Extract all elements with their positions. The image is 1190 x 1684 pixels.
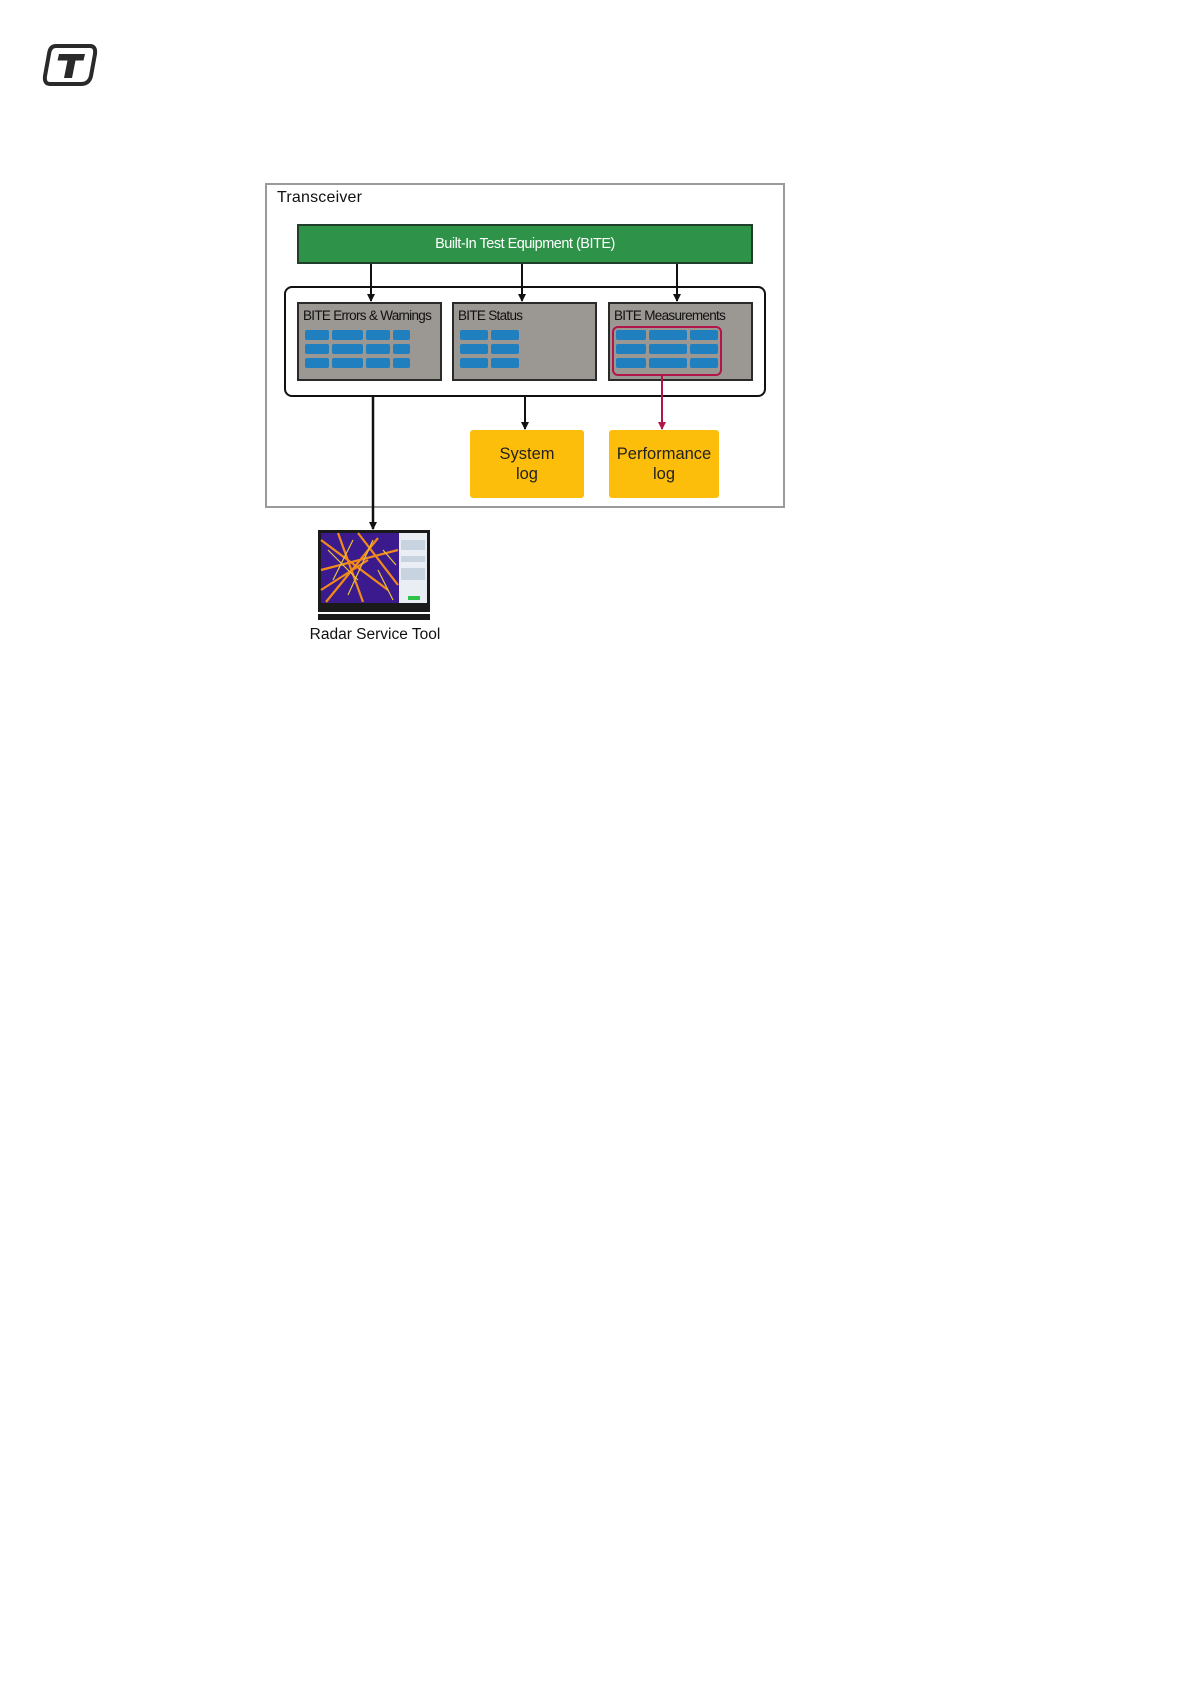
radar-service-tool-label: Radar Service Tool: [300, 626, 450, 644]
laptop-icon: [318, 530, 430, 622]
